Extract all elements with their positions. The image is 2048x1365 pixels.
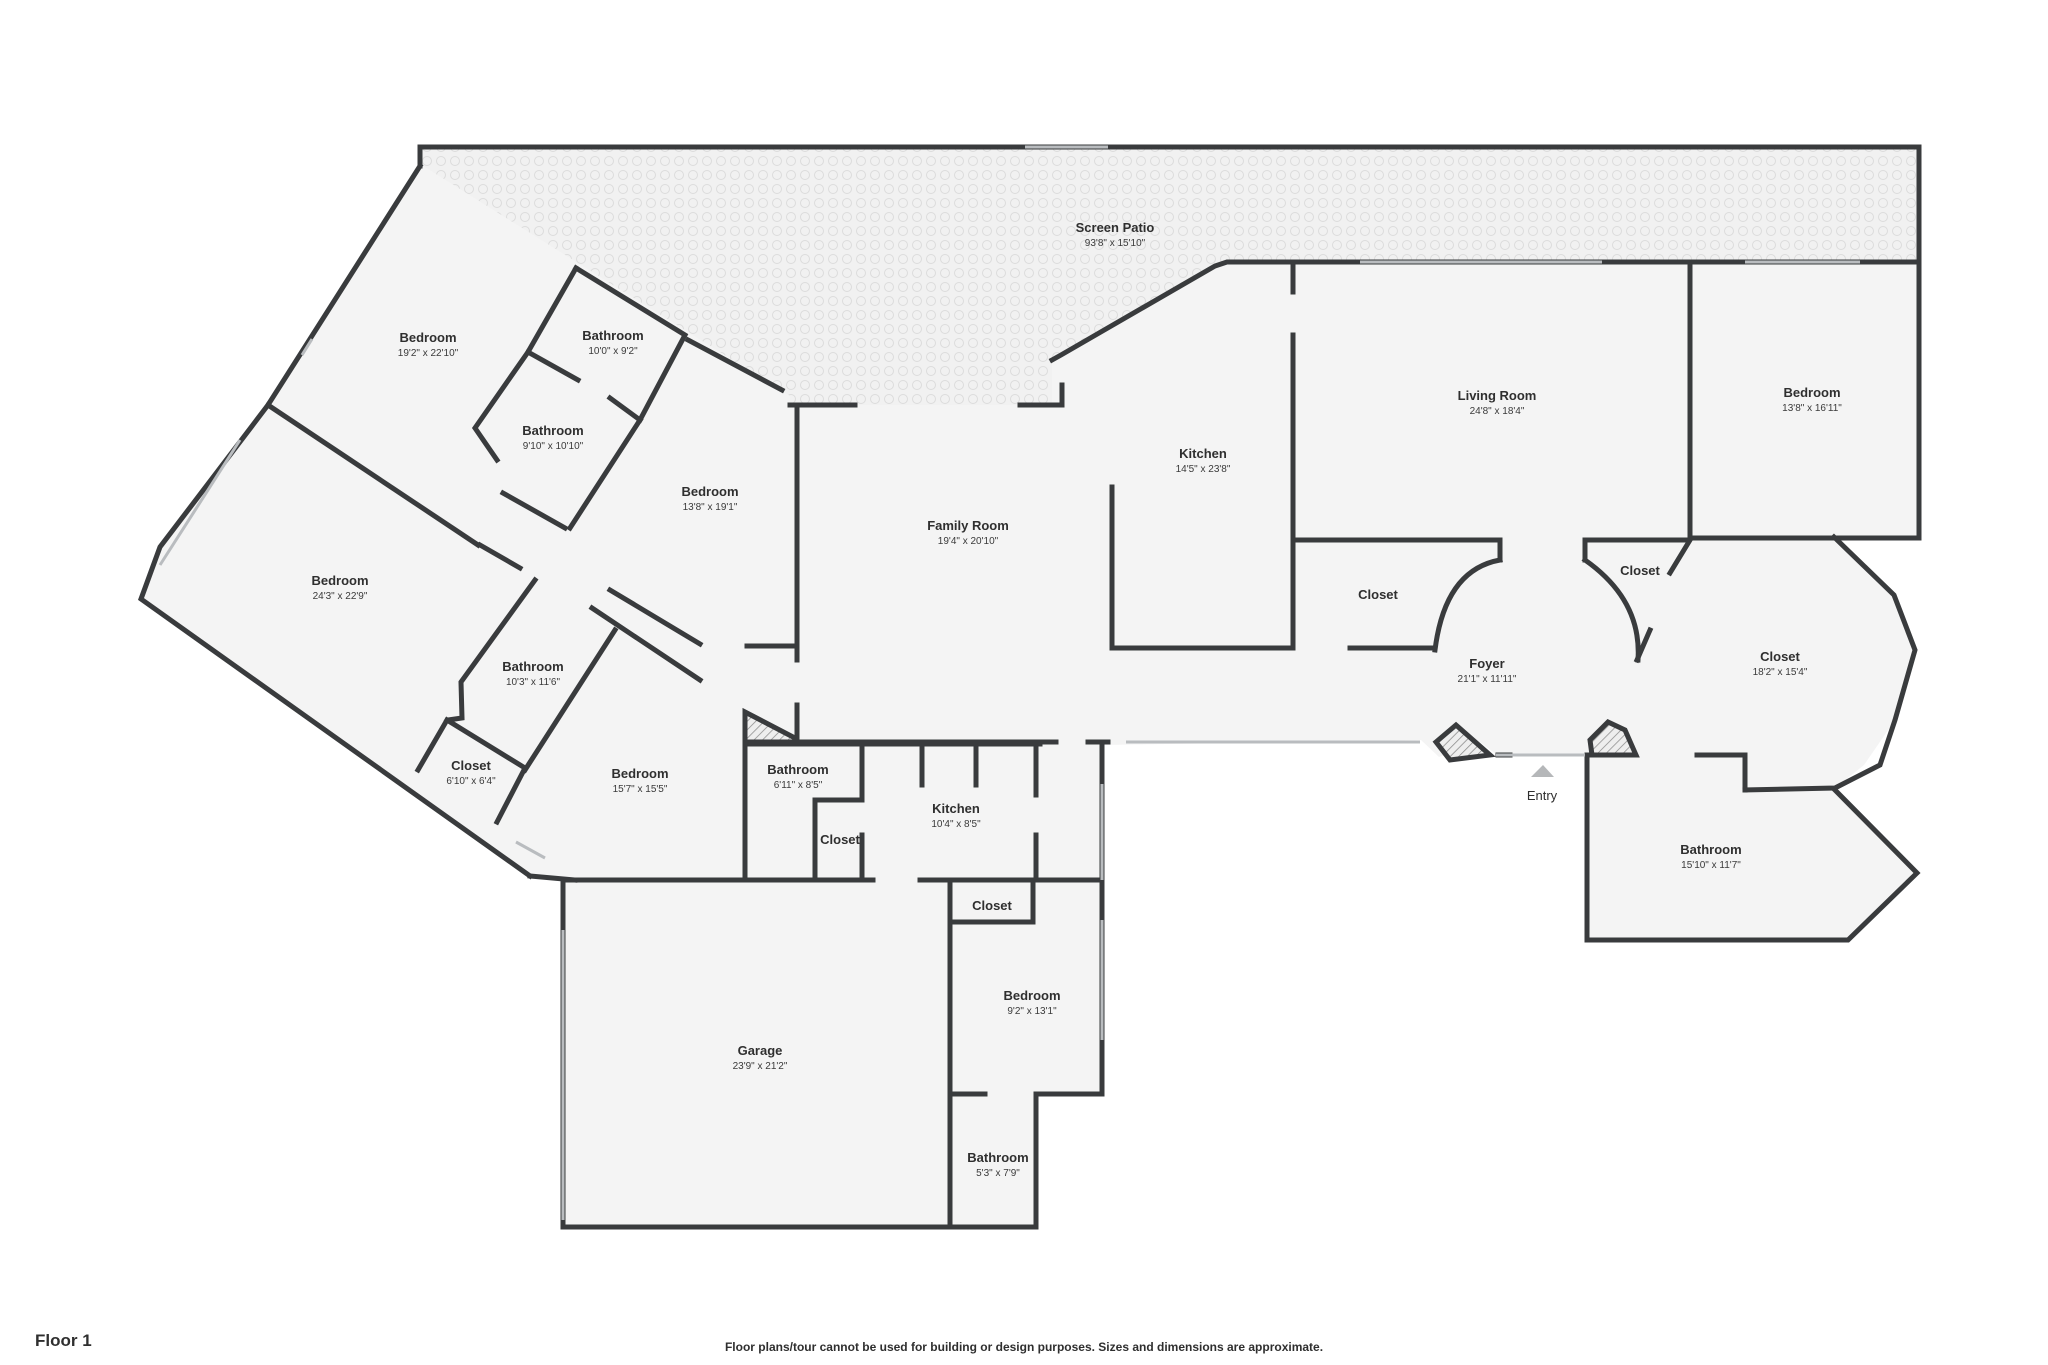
room-name-closet-e: Closet: [1760, 649, 1800, 664]
windows: [158, 145, 1860, 1220]
room-name-closet-foyer-l: Closet: [1358, 587, 1398, 602]
wall-bath-top-inner: [524, 348, 582, 384]
column-foyer-r: [1587, 718, 1640, 758]
room-name-bedroom-mid: Bedroom: [681, 484, 738, 499]
room-name-bathroom-mid: Bathroom: [522, 423, 583, 438]
wall-bed-nw-inner: [264, 401, 482, 549]
room-labels: Screen Patio 93'8" x 15'10" Bedroom 19'2…: [311, 220, 1842, 1179]
room-name-closet-s2: Closet: [972, 898, 1012, 913]
wall-bath-mid-2: [499, 489, 569, 532]
wall-bath-sw: [445, 576, 539, 723]
room-name-bedroom-s: Bedroom: [1003, 988, 1060, 1003]
room-name-kitchen-s: Kitchen: [932, 801, 980, 816]
wall-bath-mid-3: [566, 416, 644, 532]
window-nw-1: [300, 338, 314, 356]
wall-closet-l-arc: [1432, 557, 1503, 653]
room-name-bathroom-top: Bathroom: [582, 328, 643, 343]
room-name-family-room: Family Room: [927, 518, 1009, 533]
wall-bath-e: [1584, 752, 1921, 943]
room-dims-garage: 23'9" x 21'2": [733, 1061, 788, 1072]
floor-areas: [141, 147, 1919, 1227]
room-name-bedroom-ne: Bedroom: [1783, 385, 1840, 400]
walls: [137, 144, 1922, 1230]
wall-closet-r: [1582, 537, 1695, 577]
wall-closet-s2: [947, 881, 1036, 925]
room-name-bedroom-sw: Bedroom: [611, 766, 668, 781]
room-dims-bedroom-s: 9'2" x 13'1": [1007, 1006, 1057, 1017]
room-dims-bathroom-e: 15'10" x 11'7": [1681, 860, 1741, 871]
room-name-kitchen-main: Kitchen: [1179, 446, 1227, 461]
wall-closet-r-diag: [1633, 626, 1654, 664]
room-dims-screen-patio: 93'8" x 15'10": [1085, 238, 1146, 249]
patio-floor: [420, 147, 1919, 405]
room-name-garage: Garage: [738, 1043, 783, 1058]
room-dims-bedroom-mid: 13'8" x 19'1": [683, 502, 738, 513]
room-dims-bedroom-sw: 15'7" x 15'5": [613, 784, 668, 795]
room-name-bathroom-sw: Bathroom: [502, 659, 563, 674]
room-dims-foyer: 21'1" x 11'11": [1458, 674, 1517, 685]
wall-closet-sw-2: [414, 716, 451, 774]
room-name-bathroom-s2: Bathroom: [967, 1150, 1028, 1165]
column-foyer-l: [1432, 721, 1496, 763]
room-dims-closet-e: 18'2" x 15'4": [1753, 667, 1808, 678]
wall-bath-sw-2: [521, 626, 619, 774]
room-name-bedroom-nw: Bedroom: [399, 330, 456, 345]
wall-bed-mid-diag: [684, 336, 786, 394]
room-dims-bathroom-mid: 9'10" x 10'10": [523, 441, 584, 452]
room-name-bedroom-w: Bedroom: [311, 573, 368, 588]
wall-patio-top: [417, 144, 1922, 265]
wall-bath-top: [572, 264, 689, 424]
entry-arrow-icon: [1531, 765, 1554, 777]
wall-closet-r-arc: [1581, 556, 1641, 663]
room-name-closet-foyer-r: Closet: [1620, 563, 1660, 578]
wall-closet-sw: [443, 716, 529, 826]
disclaimer-text: Floor plans/tour cannot be used for buil…: [724, 1340, 1324, 1354]
room-dims-bedroom-w: 24'3" x 22'9": [313, 591, 368, 602]
room-dims-living-room: 24'8" x 18'4": [1470, 406, 1525, 417]
wall-nw-outer: [137, 162, 534, 880]
room-name-closet-sw: Closet: [451, 758, 491, 773]
floor-label: Floor 1: [35, 1331, 92, 1350]
wall-bath-mid: [471, 264, 580, 464]
room-name-living-room: Living Room: [1458, 388, 1537, 403]
room-name-screen-patio: Screen Patio: [1076, 220, 1155, 235]
wall-closet-l: [1290, 537, 1503, 563]
entry-label: Entry: [1527, 788, 1558, 803]
wall-bath-top-inner-2: [606, 394, 644, 424]
window-bed-sw-1: [515, 840, 546, 860]
room-dims-kitchen-s: 10'4" x 8'5": [931, 819, 981, 830]
room-dims-bathroom-s1: 6'11" x 8'5": [774, 780, 823, 791]
room-dims-bathroom-sw: 10'3" x 11'6": [506, 677, 561, 688]
room-dims-closet-sw: 6'10" x 6'4": [446, 776, 496, 787]
room-dims-bathroom-top: 10'0" x 9'2": [588, 346, 638, 357]
house-floor: [141, 164, 1919, 1227]
room-name-foyer: Foyer: [1469, 656, 1504, 671]
room-name-bathroom-e: Bathroom: [1680, 842, 1741, 857]
room-dims-bathroom-s2: 5'3" x 7'9": [976, 1168, 1020, 1179]
wall-corridor-1: [606, 586, 704, 648]
room-dims-kitchen-main: 14'5" x 23'8": [1176, 464, 1231, 475]
wall-bed-w-top: [476, 541, 524, 572]
wall-kitchen: [1109, 484, 1296, 651]
room-dims-bedroom-ne: 13'8" x 16'11": [1782, 403, 1842, 414]
room-name-bathroom-s1: Bathroom: [767, 762, 828, 777]
room-name-closet-s1: Closet: [820, 832, 860, 847]
room-dims-family-room: 19'4" x 20'10": [938, 536, 999, 547]
wall-bath-sw-top: [588, 604, 704, 684]
window-w-1: [158, 439, 242, 566]
room-dims-bedroom-nw: 19'2" x 22'10": [398, 348, 459, 359]
wall-family-top-2: [1017, 382, 1065, 408]
